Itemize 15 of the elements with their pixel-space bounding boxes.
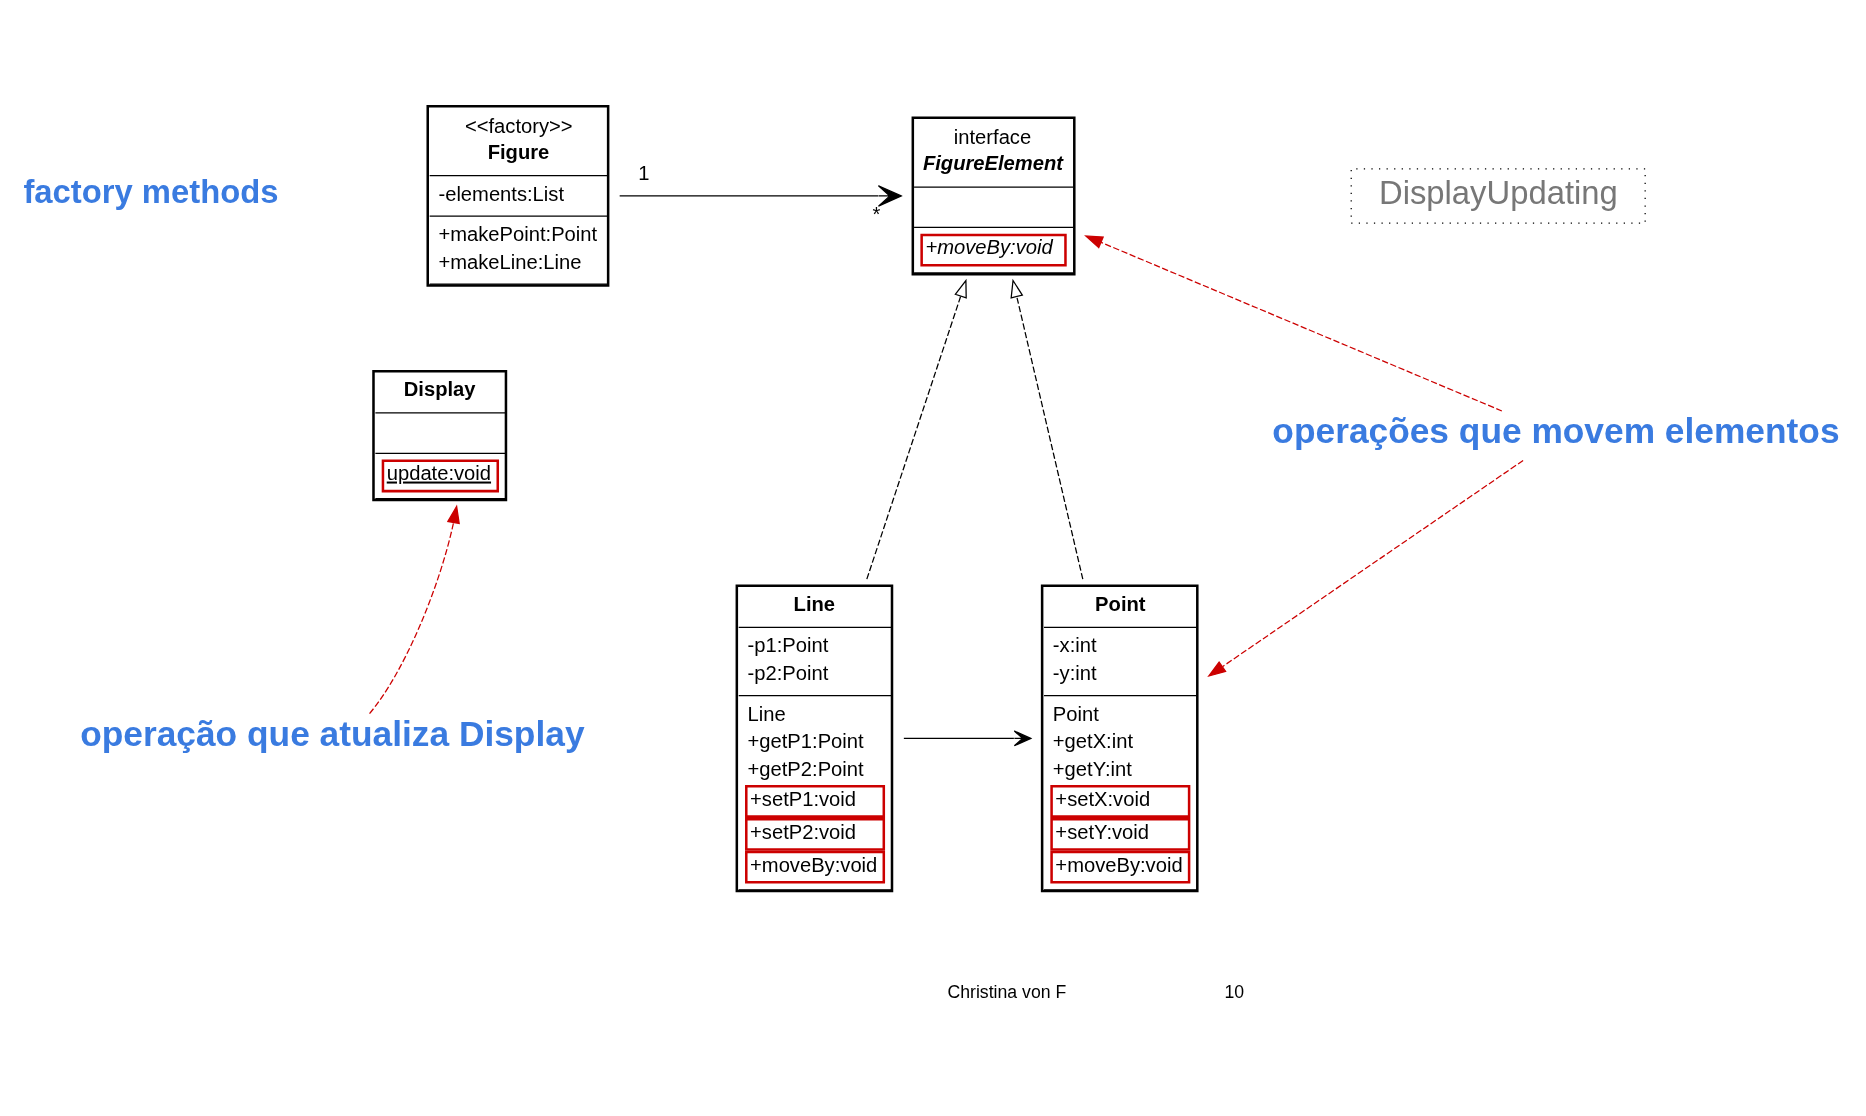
label: factory methods <box>23 172 279 210</box>
label: 1 <box>638 162 650 185</box>
label: Christina von F <box>947 981 1067 1002</box>
arrow <box>1207 459 1524 678</box>
arrow <box>368 504 460 715</box>
label: * <box>872 202 881 225</box>
node-box: DisplayUpdating <box>1350 168 1646 224</box>
label: 10 <box>1224 981 1245 1002</box>
node-text: operações que movem elementos <box>1272 411 1840 451</box>
node-text: operação que atualiza Display <box>80 713 585 753</box>
arrow <box>903 730 1032 747</box>
arrow <box>1084 235 1503 412</box>
arrow <box>619 185 902 207</box>
arrow <box>1010 278 1084 580</box>
arrow <box>866 278 967 580</box>
